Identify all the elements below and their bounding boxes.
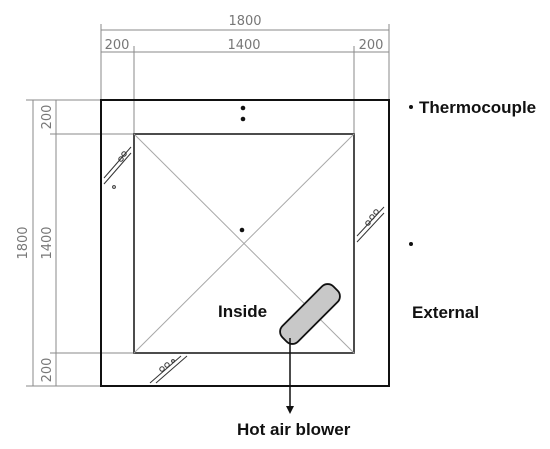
legend-thermocouple-bullet <box>409 105 413 109</box>
dim-top-right: 200 <box>359 38 384 53</box>
wall-hatch-right <box>356 206 385 243</box>
hot-air-blower-label: Hot air blower <box>237 420 351 439</box>
dim-top-total: 1800 <box>228 14 261 29</box>
dim-top-left: 200 <box>105 38 130 53</box>
wall-hatch-left <box>103 146 132 189</box>
dim-left-middle: 1400 <box>40 226 55 259</box>
external-label: External <box>412 303 479 322</box>
top-dimension-lines <box>100 24 390 134</box>
dim-left-bottom: 200 <box>40 358 55 383</box>
inner-wall <box>133 133 355 354</box>
dim-left-total: 1800 <box>16 226 31 259</box>
thermocouple-point-wall-1 <box>240 105 246 111</box>
left-dimension-lines <box>26 99 134 387</box>
outer-wall <box>100 99 390 387</box>
dim-top-middle: 1400 <box>227 38 260 53</box>
thermocouple-point-center <box>239 227 245 233</box>
hot-air-blower-icon <box>279 283 341 345</box>
thermocouple-point-wall-2 <box>240 116 246 122</box>
inside-label: Inside <box>218 302 267 321</box>
thermocouple-point-external <box>409 242 413 246</box>
legend-thermocouple-label: Thermocouple <box>419 98 536 117</box>
wall-hatch-bottom <box>149 355 188 384</box>
blower-arrow-head <box>286 406 294 414</box>
dim-left-top: 200 <box>40 105 55 130</box>
